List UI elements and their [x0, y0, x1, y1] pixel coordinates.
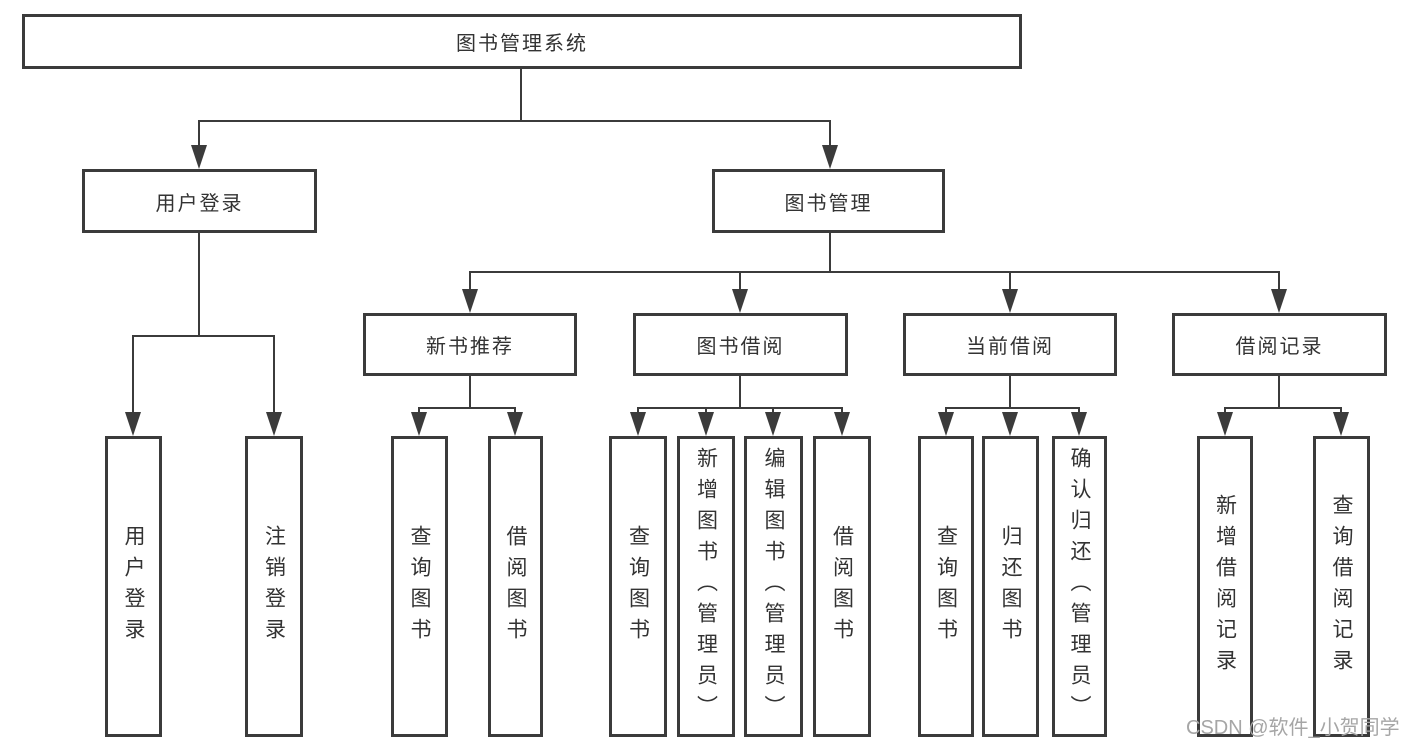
arrowhead-down-icon — [834, 412, 850, 436]
connector-vline — [1278, 376, 1280, 407]
leaf-user-login-label: 用户登录 — [122, 524, 146, 649]
connector-vline — [841, 407, 843, 415]
connector-vline — [198, 233, 200, 335]
node-current-borrowing: 当前借阅 — [903, 313, 1117, 376]
leaf-borrowing-edit-books-admin-label: 编辑图书（管理员） — [762, 447, 786, 726]
arrowhead-down-icon — [1217, 412, 1233, 436]
connector-hline — [132, 335, 275, 337]
connector-vline — [1278, 271, 1280, 291]
leaf-recommend-borrow-books-label: 借阅图书 — [504, 524, 528, 649]
arrowhead-down-icon — [765, 412, 781, 436]
node-new-book-recommendation: 新书推荐 — [363, 313, 577, 376]
leaf-user-login: 用户登录 — [105, 436, 162, 737]
leaf-records-add-record-label: 新增借阅记录 — [1213, 493, 1237, 680]
leaf-current-return-books-label: 归还图书 — [999, 524, 1023, 649]
arrowhead-down-icon — [698, 412, 714, 436]
leaf-borrowing-borrow-books-label: 借阅图书 — [830, 524, 854, 649]
arrowhead-down-icon — [630, 412, 646, 436]
connector-vline — [739, 271, 741, 291]
leaf-records-query-record-label: 查询借阅记录 — [1330, 493, 1354, 680]
arrowhead-down-icon — [125, 412, 141, 436]
connector-vline — [1224, 407, 1226, 415]
leaf-recommend-query-books-label: 查询图书 — [408, 524, 432, 649]
arrowhead-down-icon — [732, 289, 748, 313]
arrowhead-down-icon — [938, 412, 954, 436]
arrowhead-down-icon — [1002, 289, 1018, 313]
node-library-management-system: 图书管理系统 — [22, 14, 1022, 69]
connector-vline — [829, 120, 831, 147]
leaf-current-query-books: 查询图书 — [918, 436, 974, 737]
connector-hline — [198, 120, 831, 122]
arrowhead-down-icon — [1071, 412, 1087, 436]
arrowhead-down-icon — [822, 145, 838, 169]
leaf-logout-label: 注销登录 — [262, 524, 286, 649]
connector-vline — [1009, 376, 1011, 407]
node-user-login: 用户登录 — [82, 169, 317, 233]
node-borrowing-records: 借阅记录 — [1172, 313, 1387, 376]
leaf-borrowing-query-books: 查询图书 — [609, 436, 667, 737]
connector-vline — [829, 233, 831, 271]
csdn-watermark: CSDN @软件_小贺同学 — [1186, 717, 1400, 739]
connector-hline — [418, 407, 516, 409]
leaf-borrowing-borrow-books: 借阅图书 — [813, 436, 871, 737]
connector-hline — [469, 271, 1280, 273]
connector-vline — [739, 376, 741, 407]
leaf-borrowing-add-books-admin: 新增图书（管理员） — [677, 436, 735, 737]
arrowhead-down-icon — [411, 412, 427, 436]
arrowhead-down-icon — [462, 289, 478, 313]
connector-vline — [520, 69, 522, 120]
arrowhead-down-icon — [266, 412, 282, 436]
node-book-borrowing: 图书借阅 — [633, 313, 848, 376]
leaf-records-query-record: 查询借阅记录 — [1313, 436, 1370, 737]
connector-vline — [1009, 271, 1011, 291]
leaf-current-return-books: 归还图书 — [982, 436, 1039, 737]
connector-vline — [1340, 407, 1342, 415]
leaf-recommend-borrow-books: 借阅图书 — [488, 436, 543, 737]
connector-vline — [705, 407, 707, 415]
leaf-current-query-books-label: 查询图书 — [934, 524, 958, 649]
connector-vline — [469, 376, 471, 407]
connector-vline — [198, 120, 200, 147]
leaf-current-confirm-return-admin-label: 确认归还（管理员） — [1068, 447, 1092, 726]
connector-hline — [637, 407, 843, 409]
arrowhead-down-icon — [1333, 412, 1349, 436]
arrowhead-down-icon — [1271, 289, 1287, 313]
connector-vline — [514, 407, 516, 415]
leaf-borrowing-edit-books-admin: 编辑图书（管理员） — [744, 436, 803, 737]
connector-vline — [945, 407, 947, 415]
leaf-current-confirm-return-admin: 确认归还（管理员） — [1052, 436, 1107, 737]
leaf-borrowing-add-books-admin-label: 新增图书（管理员） — [694, 447, 718, 726]
connector-vline — [637, 407, 639, 415]
leaf-recommend-query-books: 查询图书 — [391, 436, 448, 737]
arrowhead-down-icon — [191, 145, 207, 169]
connector-hline — [1224, 407, 1342, 409]
leaf-records-add-record: 新增借阅记录 — [1197, 436, 1253, 737]
connector-vline — [469, 271, 471, 291]
connector-vline — [772, 407, 774, 415]
connector-vline — [273, 335, 275, 414]
connector-hline — [945, 407, 1080, 409]
arrowhead-down-icon — [507, 412, 523, 436]
connector-vline — [418, 407, 420, 415]
leaf-logout: 注销登录 — [245, 436, 303, 737]
leaf-borrowing-query-books-label: 查询图书 — [626, 524, 650, 649]
node-book-management: 图书管理 — [712, 169, 945, 233]
arrowhead-down-icon — [1002, 412, 1018, 436]
connector-vline — [1078, 407, 1080, 415]
connector-vline — [132, 335, 134, 414]
